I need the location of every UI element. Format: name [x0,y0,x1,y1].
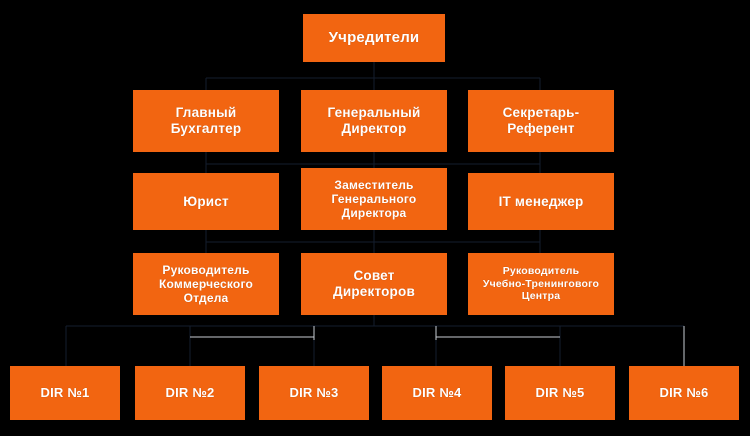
node-dir-6-label: DIR №6 [659,385,709,401]
node-general-director-label: Генеральный Директор [327,105,421,136]
node-lawyer[interactable]: Юрист [133,173,279,230]
node-chief-accountant[interactable]: Главный Бухгалтер [133,90,279,152]
node-deputy-general-director-label: Заместитель Генерального Директора [331,177,417,221]
node-dir-5[interactable]: DIR №5 [505,366,615,420]
node-dir-5-label: DIR №5 [535,385,585,401]
node-lawyer-label: Юрист [183,193,229,209]
node-head-commercial-department-label: Руководитель Коммерческого Отдела [158,262,254,306]
node-dir-1-label: DIR №1 [40,385,90,401]
node-secretary-referent-label: Секретарь- Референт [502,105,580,136]
node-dir-4[interactable]: DIR №4 [382,366,492,420]
node-dir-1[interactable]: DIR №1 [10,366,120,420]
node-founders[interactable]: Учредители [303,14,445,62]
node-it-manager-label: IT менеджер [498,193,584,209]
node-dir-3[interactable]: DIR №3 [259,366,369,420]
node-dir-6[interactable]: DIR №6 [629,366,739,420]
node-head-training-center[interactable]: Руководитель Учебно-Тренингового Центра [468,253,614,315]
node-head-training-center-label: Руководитель Учебно-Тренингового Центра [482,265,600,303]
node-dir-2-label: DIR №2 [165,385,215,401]
node-head-commercial-department[interactable]: Руководитель Коммерческого Отдела [133,253,279,315]
node-founders-label: Учредители [328,29,420,47]
node-board-of-directors[interactable]: Совет Директоров [301,253,447,315]
node-deputy-general-director[interactable]: Заместитель Генерального Директора [301,168,447,230]
node-board-of-directors-label: Совет Директоров [333,268,415,299]
node-dir-2[interactable]: DIR №2 [135,366,245,420]
node-chief-accountant-label: Главный Бухгалтер [170,105,242,136]
node-dir-3-label: DIR №3 [289,385,339,401]
node-general-director[interactable]: Генеральный Директор [301,90,447,152]
node-dir-4-label: DIR №4 [412,385,462,401]
node-it-manager[interactable]: IT менеджер [468,173,614,230]
node-secretary-referent[interactable]: Секретарь- Референт [468,90,614,152]
